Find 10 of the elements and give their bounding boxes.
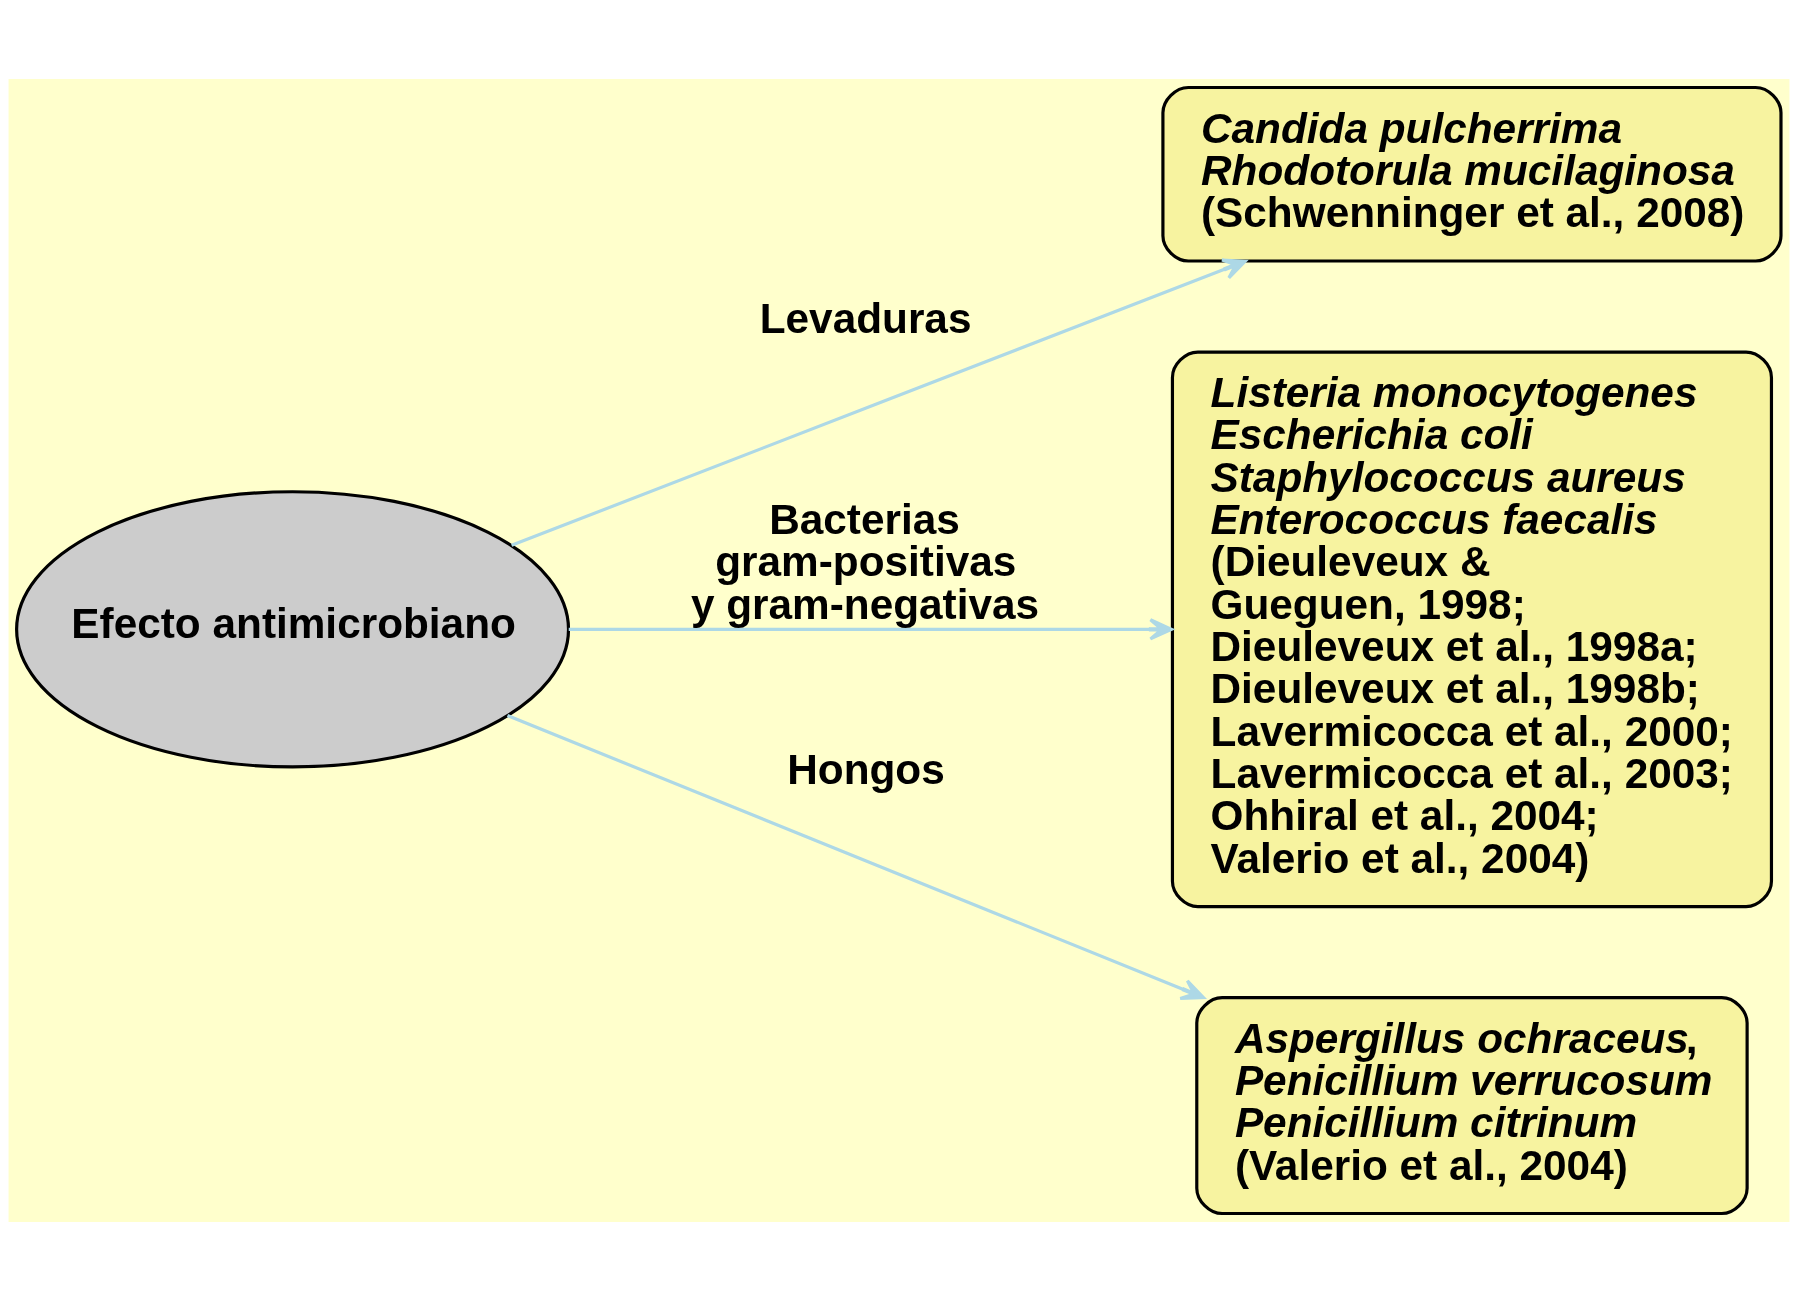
edge-label: Hongos	[787, 745, 945, 793]
edge-label: Levaduras	[759, 294, 972, 342]
node-box: Candida pulcherrima Rhodotorula mucilaginosa (Schwenninger et al., 2008)	[1161, 85, 1783, 263]
arrow	[511, 257, 1247, 547]
arrow	[568, 617, 1174, 640]
node-box: Listeria monocytogenes Escherichia coli Staphylococcus aureus Enterococcus faecalis (Dieuleveux & Gueguen, 1998; Dieuleveux et al., 1998a; Dieuleveux et al., 1998b; Lavermicocca et al., 2000; Lavermicocca et al., 2003; Ohhiral et al., 2004; Valerio et al., 2004)	[1170, 349, 1774, 908]
node-ellipse: Efecto antimicrobiano	[15, 489, 571, 768]
node-box: Aspergillus ochraceus, Penicillium verrucosum Penicillium citrinum (Valerio et al., 2004)	[1195, 995, 1749, 1215]
edge-label: Bacterias gram-positivas y gram-negativas	[690, 495, 1040, 628]
arrow	[506, 713, 1206, 1000]
